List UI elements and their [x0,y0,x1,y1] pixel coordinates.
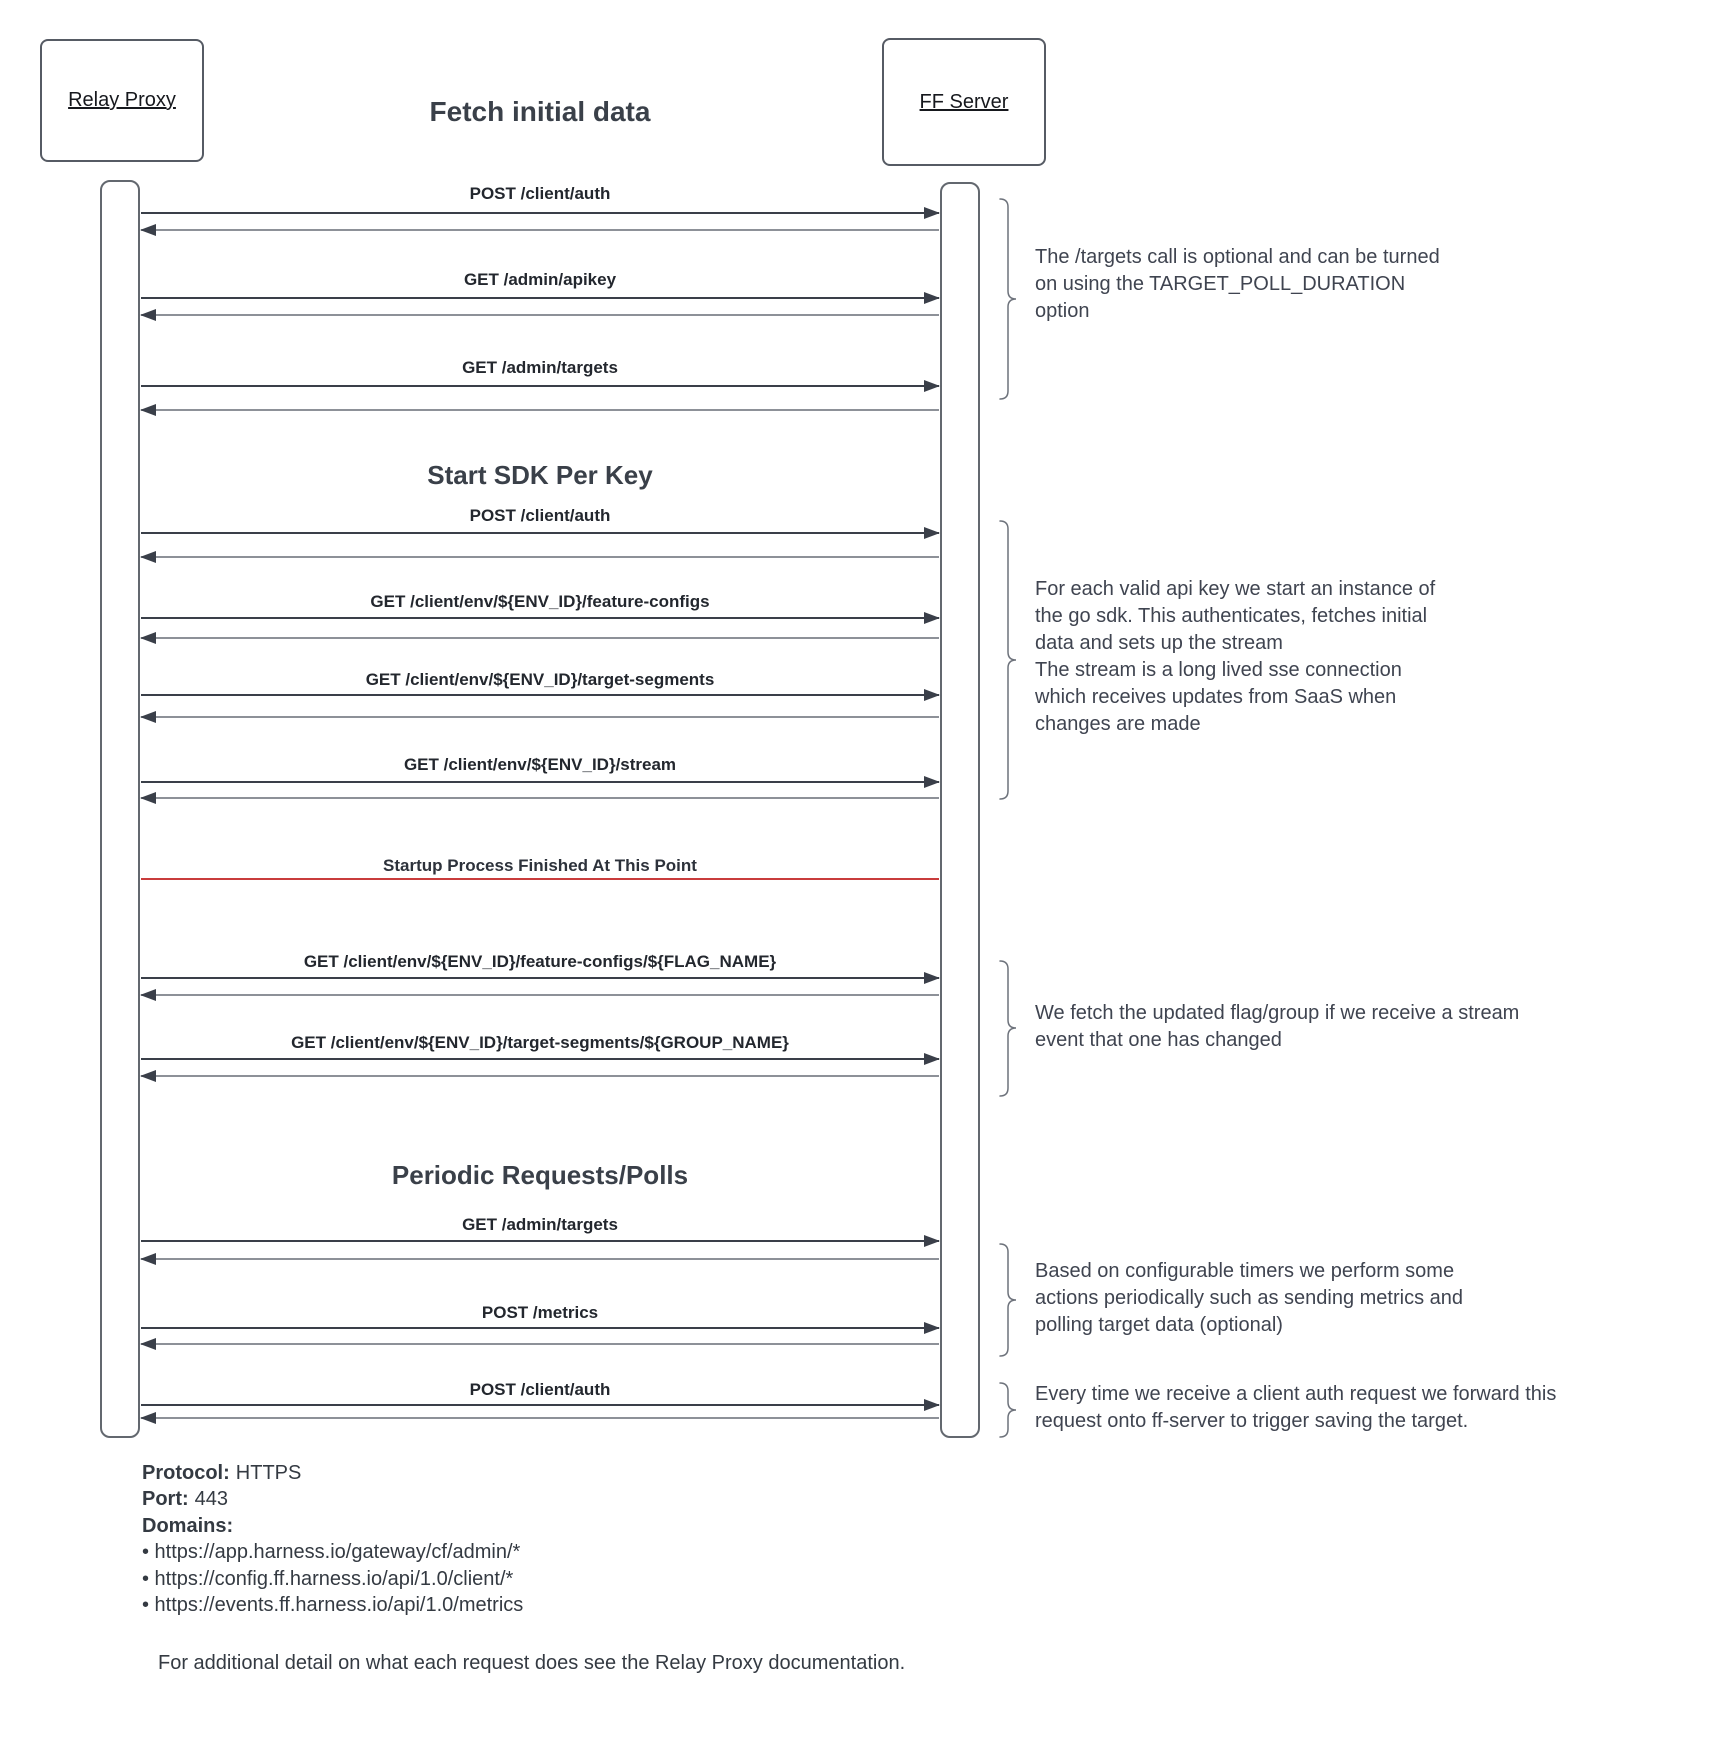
annotation-text-targets-optional: The /targets call is optional and can be… [1035,246,1440,322]
annotation-brace [999,520,1017,800]
response-arrow [140,1253,939,1265]
message-label: GET /client/env/${ENV_ID}/stream [403,755,677,774]
request-arrow [141,972,940,984]
annotation-brace [999,960,1017,1097]
message-label: POST /client/auth [469,184,611,203]
response-arrow [140,711,939,723]
request-arrow [141,1399,940,1411]
annotation-text-periodic-timers: Based on configurable timers we perform … [1035,1260,1463,1336]
footer-port-label: Port: [142,1488,189,1511]
relay-proxy-actor-box: Relay Proxy [40,39,204,162]
footer-protocol-line: Protocol:HTTPS [142,1460,523,1486]
response-arrow [140,309,939,321]
response-arrow [140,792,939,804]
footer-protocol-label: Protocol: [142,1462,230,1484]
ff-server-actor-box: FF Server [882,38,1046,166]
message-label: POST /metrics [481,1303,599,1322]
startup-divider-line [141,878,939,880]
annotation-brace [999,198,1017,400]
ff-server-lifeline [940,182,980,1438]
annotation-text-stream-event: We fetch the updated flag/group if we re… [1035,1002,1520,1051]
message-label: GET /client/env/${ENV_ID}/target-segment… [291,1033,789,1052]
annotation-text-auth-forward: Every time we receive a client auth requ… [1035,1383,1557,1432]
relay-proxy-actor-label: Relay Proxy [68,89,176,111]
request-arrow [141,292,940,304]
response-arrow [140,1412,939,1424]
message-label: GET /admin/targets [462,1215,618,1234]
annotation-text-sdk-instance: For each valid api key we start an insta… [1035,578,1436,735]
response-arrow [140,989,939,1001]
message-label: GET /client/env/${ENV_ID}/feature-config… [370,592,710,611]
request-arrow [141,380,940,392]
relay-proxy-lifeline [100,180,140,1438]
footer-info: Protocol:HTTPS Port:443 Domains: • https… [142,1460,523,1618]
response-arrow [140,551,939,563]
startup-divider-label: Startup Process Finished At This Point [383,856,697,875]
annotation-brace [999,1382,1017,1438]
request-arrow [141,776,940,788]
diagram-title: Fetch initial data [429,96,651,127]
ff-server-actor-label: FF Server [919,90,1009,113]
message-label: GET /client/env/${ENV_ID}/feature-config… [303,952,777,971]
footer-domain-item: • https://app.harness.io/gateway/cf/admi… [142,1541,521,1564]
response-arrow [140,632,939,644]
message-label: POST /client/auth [469,1380,611,1399]
request-arrow [141,612,940,624]
section-heading-periodic: Periodic Requests/Polls [391,1160,689,1190]
request-arrow [141,207,940,219]
request-arrow [141,527,940,539]
message-label: GET /client/env/${ENV_ID}/target-segment… [365,670,715,689]
response-arrow [140,1338,939,1350]
footer-protocol-value: HTTPS [235,1462,302,1484]
annotation-brace [999,1243,1017,1357]
message-label: POST /client/auth [469,506,611,525]
request-arrow [141,1053,940,1065]
message-label: GET /admin/targets [462,358,618,377]
footer-domains-label: Domains: [142,1514,234,1537]
request-arrow [141,1322,940,1334]
footer-port-value: 443 [194,1488,229,1511]
response-arrow [140,404,939,416]
request-arrow [141,1235,940,1247]
section-heading-sdk: Start SDK Per Key [427,460,653,490]
response-arrow [140,1070,939,1082]
footer-domain-item: • https://events.ff.harness.io/api/1.0/m… [142,1594,524,1617]
footer-domain-item: • https://config.ff.harness.io/api/1.0/c… [142,1567,514,1590]
request-arrow [141,689,940,701]
footer-port-line: Port:443 [142,1486,523,1512]
response-arrow [140,224,939,236]
footer-note: For additional detail on what each reque… [158,1652,906,1674]
message-label: GET /admin/apikey [463,270,617,289]
